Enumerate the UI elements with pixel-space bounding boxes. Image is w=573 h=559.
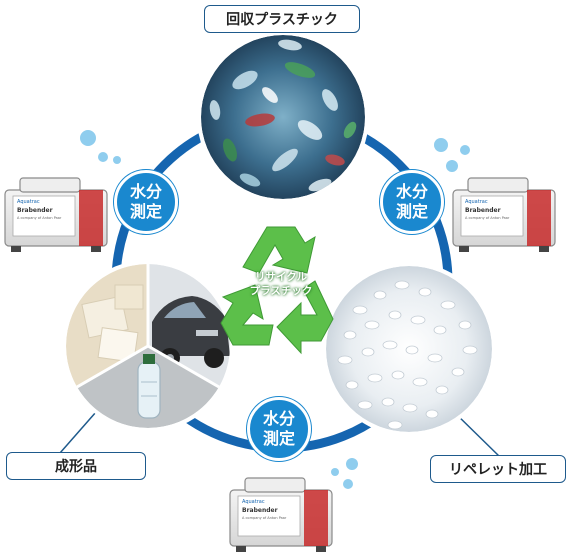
device-brand-sub: A company of Anton Paar <box>242 516 287 520</box>
molded-products-photo <box>62 260 234 432</box>
moisture-measurement-badge-bottom: 水分 測定 <box>247 397 311 461</box>
water-bubbles-icon <box>80 130 470 489</box>
device-brand-top: Aquatrac <box>17 199 40 205</box>
recycle-logo-line-1: リサイクル <box>255 271 307 283</box>
recycle-logo-text: リサイクル プラスチック <box>228 270 334 298</box>
device-brand-main: Brabender <box>242 507 278 514</box>
badge-line-2: 測定 <box>129 202 162 221</box>
moisture-analyzer-device-icon <box>4 177 556 552</box>
badge-line-1: 水分 <box>395 182 428 201</box>
device-brand-top: Aquatrac <box>465 199 488 205</box>
badge-line-1: 水分 <box>262 409 295 428</box>
badge-line-2: 測定 <box>395 202 428 221</box>
recycle-logo-line-2: プラスチック <box>249 285 313 297</box>
device-brand-main: Brabender <box>465 207 501 214</box>
recovered-plastic-photo <box>197 31 369 203</box>
device-brand-text: Aquatrac Brabender A company of Anton Pa… <box>17 199 510 520</box>
moisture-measurement-badge-right: 水分 測定 <box>380 170 444 234</box>
device-brand-top: Aquatrac <box>242 499 265 505</box>
label-recovered-plastic: 回収プラスチック <box>204 5 360 33</box>
device-brand-sub: A company of Anton Paar <box>465 216 510 220</box>
device-brand-sub: A company of Anton Paar <box>17 216 62 220</box>
label-molded-products: 成形品 <box>6 452 146 480</box>
recycle-icon <box>220 226 334 355</box>
device-brand-main: Brabender <box>17 207 53 214</box>
label-repellet-processing: リペレット加工 <box>430 455 566 483</box>
badge-line-2: 測定 <box>262 429 295 448</box>
badge-line-1: 水分 <box>129 182 162 201</box>
repellet-pellets-photo <box>322 262 496 436</box>
connector-left <box>59 411 97 454</box>
moisture-measurement-badge-left: 水分 測定 <box>114 170 178 234</box>
